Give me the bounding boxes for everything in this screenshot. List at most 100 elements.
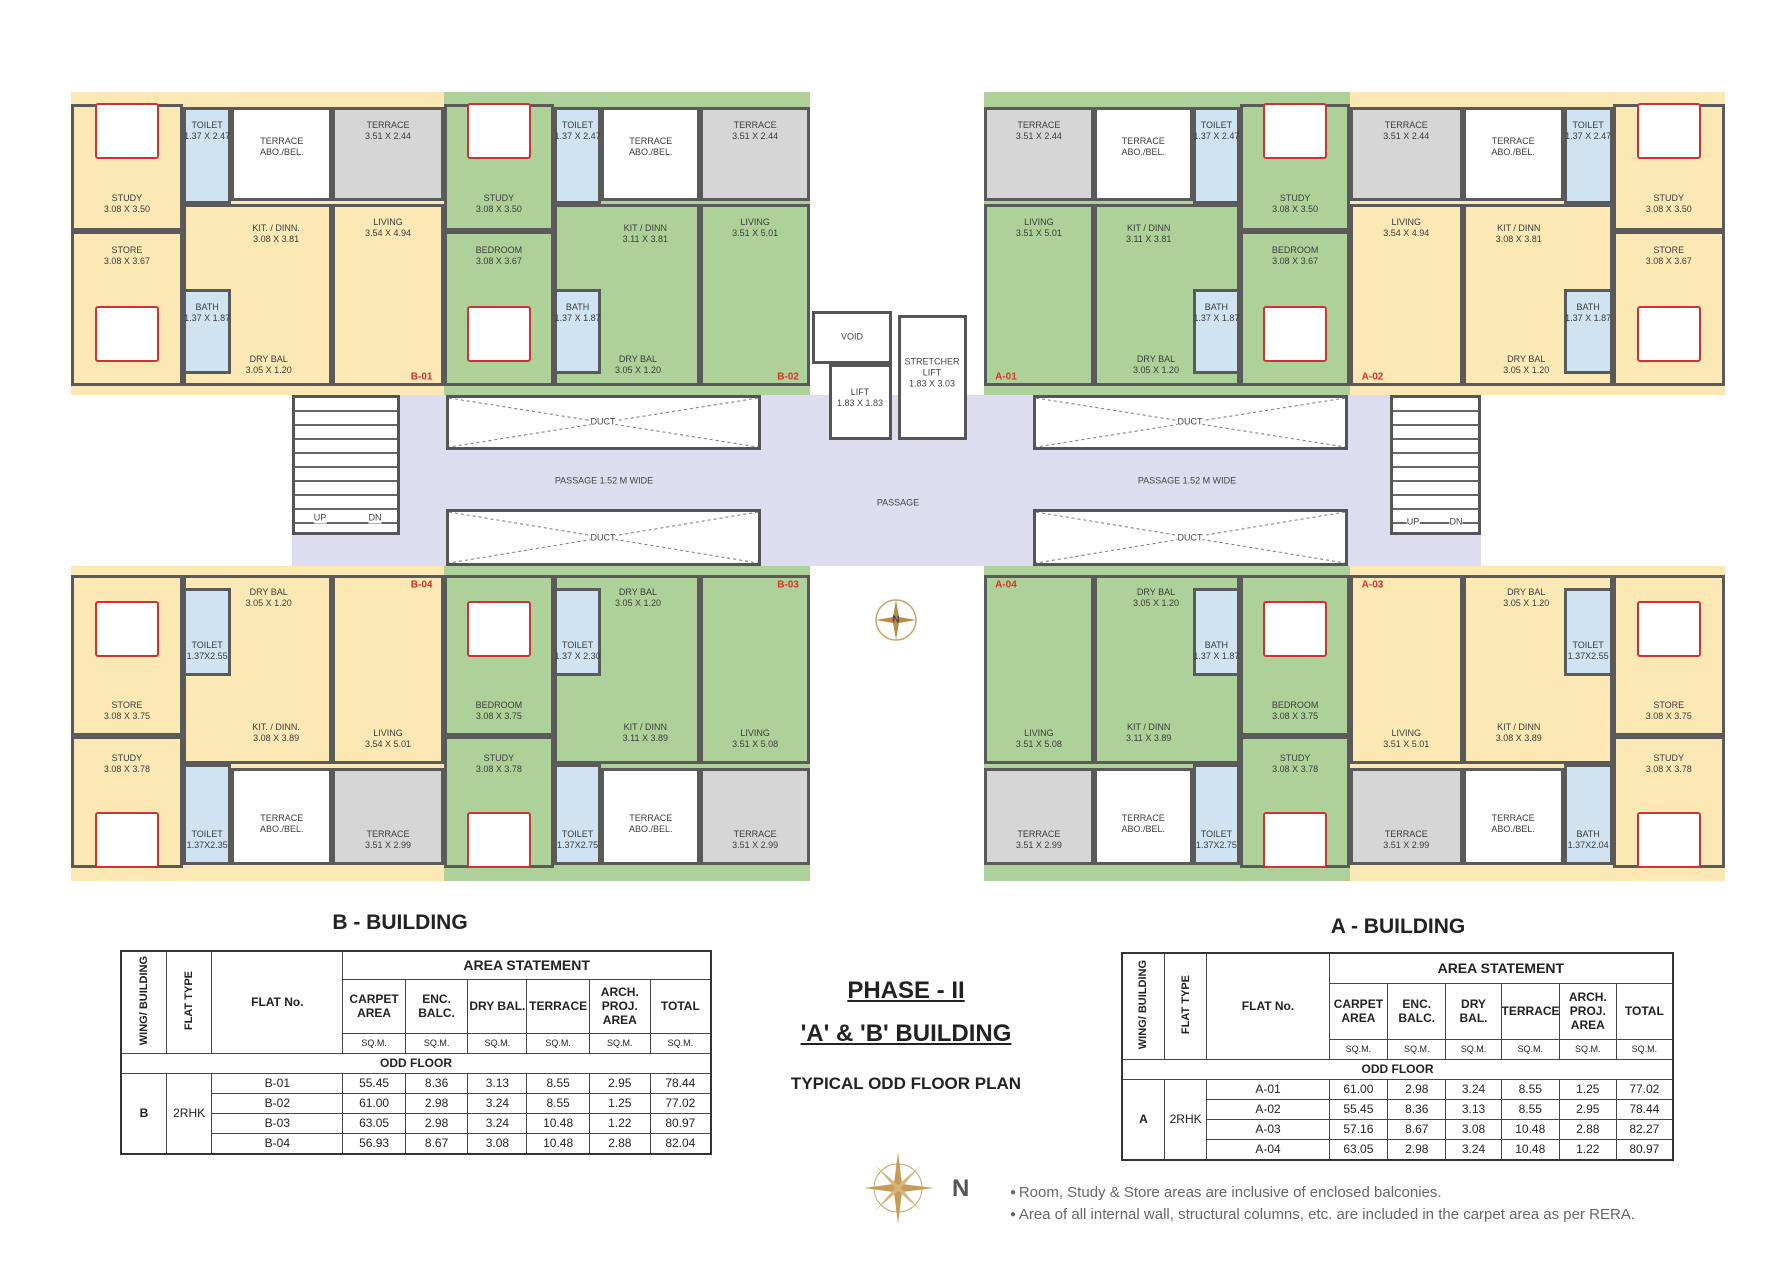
room-terrace [984, 767, 1094, 866]
room-dimension: 3.11 X 3.81 [622, 234, 668, 245]
flat-no-cell: B-03 [211, 1112, 344, 1134]
flat-no-cell: B-01 [211, 1072, 344, 1094]
room-dimension: 3.05 X 1.20 [1503, 597, 1550, 608]
room-name: TERRACE [1384, 120, 1428, 131]
room-living [984, 575, 1094, 765]
room-toilet [1563, 107, 1613, 205]
room-dimension: 3.08 X 3.50 [475, 204, 522, 215]
stretcher-lift-dim: 1.83 X 3.03 [908, 378, 956, 389]
col-terrace: TERRACE [526, 978, 590, 1034]
room-name: KIT / DINN [1497, 721, 1541, 732]
room-name: BATH [1576, 302, 1600, 313]
duct-label: DUCT [1177, 532, 1203, 544]
flat-type-header: FLAT TYPE [1163, 952, 1208, 1060]
bed-icon [1636, 812, 1701, 869]
passage-left-label: PASSAGE 1.52 M WIDE [554, 475, 654, 486]
passage-right-label: PASSAGE 1.52 M WIDE [1137, 475, 1237, 486]
room-name: DRY BAL [249, 353, 288, 364]
value-cell: 8.67 [1387, 1118, 1447, 1140]
room-name: LIVING [1024, 217, 1054, 228]
stair-up-label-left: UP [313, 512, 327, 524]
compass-rose-icon [860, 1150, 936, 1226]
room-dimension: 3.08 X 3.78 [1272, 764, 1319, 775]
wing-cell: B [120, 1072, 167, 1154]
value-cell: 78.44 [649, 1072, 712, 1094]
room-living [984, 204, 1094, 386]
room-toilet [1192, 764, 1241, 866]
room-name: STUDY [1279, 193, 1311, 204]
stair-up-label-right: UP [1406, 516, 1420, 528]
room-name: TOILET [1200, 120, 1233, 131]
room-dimension: 3.51 X 5.08 [1015, 739, 1062, 750]
room-bath [1563, 588, 1613, 677]
flat-type-cell: 2RHK [1163, 1078, 1208, 1160]
room-name: BEDROOM [1271, 244, 1319, 255]
room-dimension: 3.08 X 3.67 [103, 255, 150, 266]
col-arch-proj-area: ARCH. PROJ. AREA [1558, 982, 1617, 1040]
room-dimension: 1.37X2.35 [186, 840, 228, 851]
room-dimension: 3.51 X 2.99 [1015, 840, 1062, 851]
col-terrace: TERRACE [1500, 982, 1560, 1040]
col-total: TOTAL [649, 978, 712, 1034]
room-dimension: 1.37X2.55 [1567, 651, 1609, 662]
room-name: TERRACE [733, 120, 777, 131]
room-dimension: 3.08 X 3.50 [1645, 204, 1692, 215]
unit: SQ.M. [1500, 1038, 1560, 1060]
col-enc-balc: ENC. BALC. [404, 978, 469, 1034]
value-cell: 2.98 [1387, 1078, 1447, 1100]
odd-floor-row: ODD FLOOR [120, 1052, 712, 1074]
value-cell: 2.98 [1387, 1138, 1447, 1160]
value-cell: 10.48 [1500, 1118, 1560, 1140]
room-dimension: 3.08 X 3.50 [103, 204, 150, 215]
room-name: STUDY [111, 193, 143, 204]
room-name: LIVING [373, 728, 403, 739]
wing-header: WING/ BUILDING [1121, 952, 1165, 1060]
room-dimension: 3.11 X 3.89 [1126, 732, 1172, 743]
room-name: KIT / DINN [1127, 721, 1171, 732]
room-bath [553, 588, 602, 677]
value-cell: 10.48 [1500, 1138, 1560, 1160]
room-toilet [1563, 764, 1613, 866]
bed-icon [1263, 306, 1328, 363]
room-name: TOILET [1572, 120, 1604, 131]
flat-id-label: B-03 [777, 579, 799, 591]
value-cell: 1.25 [588, 1092, 651, 1114]
unit: SQ.M. [1615, 1038, 1674, 1060]
room-dimension: 3.08 X 3.81 [253, 234, 300, 245]
value-cell: 63.05 [1328, 1138, 1389, 1160]
room-bath [182, 588, 232, 677]
compass-north-label: N [952, 1175, 970, 1202]
room-dimension: 1.37X2.75 [557, 840, 599, 851]
col-enc-balc: ENC. BALC. [1387, 982, 1447, 1040]
unit: SQ.M. [1328, 1038, 1389, 1060]
room-dimension: 3.05 X 1.20 [245, 364, 292, 375]
notes: Room, Study & Store areas are inclusive … [1010, 1182, 1635, 1226]
room-dimension: 3.51 X 5.01 [1383, 739, 1430, 750]
room-dimension: 3.08 X 3.89 [1495, 732, 1542, 743]
flat-id-label: A-03 [1361, 579, 1384, 591]
room-dimension: 3.08 X 3.75 [103, 710, 150, 721]
value-cell: 3.24 [467, 1092, 528, 1114]
bed-icon [94, 601, 159, 657]
staircase-left [292, 395, 400, 535]
room-dimension: 1.37 X 2.30 [554, 651, 601, 662]
